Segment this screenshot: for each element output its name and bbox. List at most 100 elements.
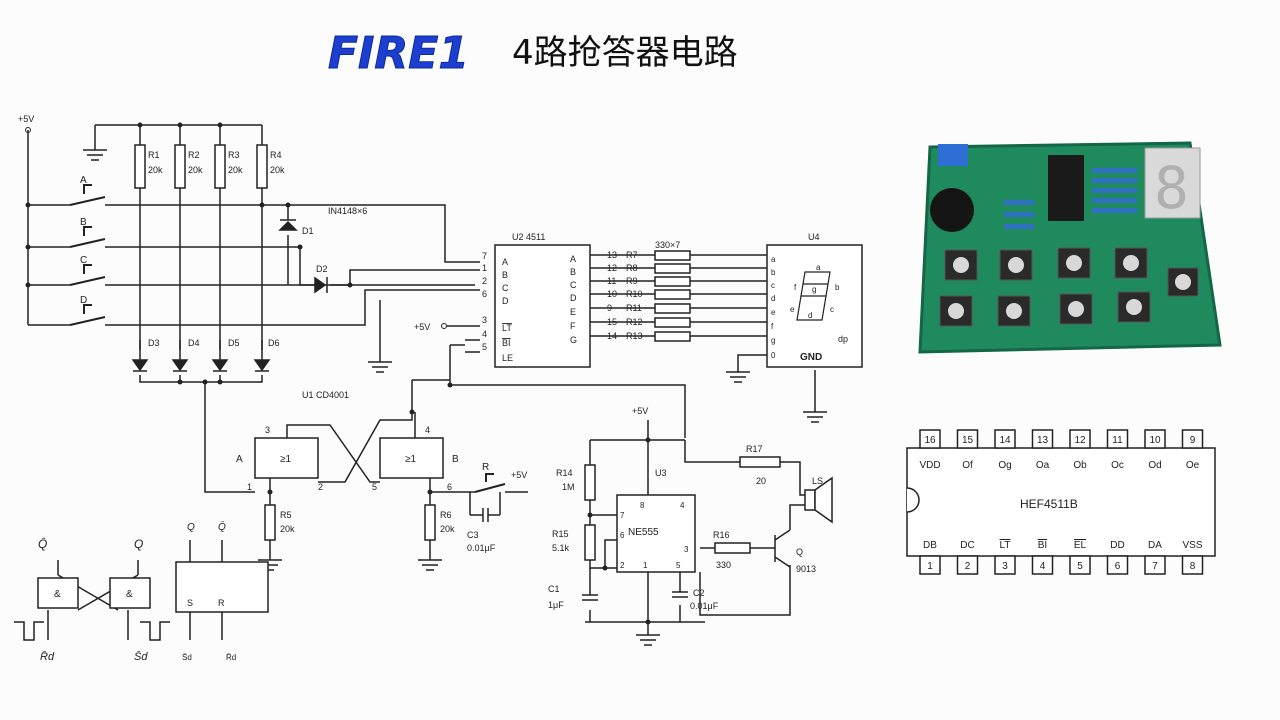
u2-chip [494,244,591,368]
u3-pin: 5 [676,561,681,570]
r6-name: R6 [440,510,452,520]
ne555-label: NE555 [628,527,659,538]
r16-value: 330 [716,560,731,570]
hef-bottom-pin-label: BI [1038,540,1047,551]
transistor-q [774,529,791,568]
u4-pin: g [771,336,775,345]
resistor-group-top [134,144,781,561]
u4-pin: e [771,308,776,317]
seg-letter: b [835,283,840,292]
pcb-buzzer [930,188,974,232]
resistor-r1 [134,144,146,189]
nand-gate-2 [109,577,151,609]
d2-label: D2 [316,264,328,274]
rs-box-qbar: Q̄ [218,520,226,533]
r4-value: 20k [270,165,285,175]
u1-pin: 2 [318,482,323,492]
switch-d [69,304,106,326]
seg-res-name: R7 [626,250,638,260]
pcb-connector [938,144,968,166]
hef-top-pin-label: VDD [919,460,940,471]
hef-top-pin-label: Oa [1036,460,1050,471]
u2-title: U2 4511 [512,232,545,242]
u3-pin: 1 [643,561,648,570]
header: FIRE1 4路抢答器电路 [328,28,738,80]
r14-name: R14 [556,468,573,478]
d6-label: D6 [268,338,280,348]
r1-name: R1 [148,150,160,160]
c2-name: C2 [693,588,705,598]
diode-array-label: IN4148×6 [328,206,367,216]
u3-pin: 2 [620,561,625,570]
wires [27,124,816,640]
hef-top-pin-number: 9 [1190,435,1196,446]
hef-bottom-pin-box [919,555,941,575]
hef-bottom-pin-label: DD [1110,540,1124,551]
resistor-r2 [174,144,186,189]
hef4511-pinout: HEF4511B [906,447,1216,557]
r2-name: R2 [188,150,200,160]
hef-bottom-pin-box [1069,555,1091,575]
u3-pin: 6 [620,531,625,540]
hef-bottom-pin-number: 6 [1115,561,1121,572]
hef-body [906,447,1216,557]
switch-r [474,473,506,493]
diode-d2 [314,276,328,294]
u4-dp-label: dp [838,334,848,344]
hef-bottom-pin-box [956,555,979,575]
hef-top-pin-number: 11 [1112,435,1123,446]
gate-b-symbol: ≥1 [405,454,416,465]
u2-pin-label: BI [502,338,511,348]
hef-bottom-pin-label: EL [1074,540,1087,551]
hef-bottom-pin-label: LT [1000,540,1011,551]
u4-display [766,244,863,368]
resistor-r10 [654,289,691,300]
r14-value: 1M [562,482,575,492]
u2-out-label: F [570,321,576,331]
u2-pin-label: LT [502,323,512,333]
seg-pin: 13 [607,250,617,260]
hef-bottom-pin-label: DA [1148,540,1162,551]
rs-q-label: Q [134,537,143,551]
hef-name: HEF4511B [1020,497,1078,511]
hef-bottom-pin-number: 7 [1152,561,1158,572]
resistor-r8 [654,263,691,274]
supply-label-left: +5V [18,114,34,124]
d3-label: D3 [148,338,160,348]
seg-res-name: R8 [626,263,638,273]
hef-bottom-pin-box [1106,555,1129,575]
seg-pin: 12 [607,263,617,273]
u3-supply-label: +5V [632,406,648,416]
hef-top-pin-label: Od [1148,460,1161,471]
switch-label-d: D [80,295,87,306]
seg-res-name: R9 [626,276,638,286]
resistor-r6 [424,504,436,541]
u4-pin: f [771,322,774,331]
pcb-button-caps [948,255,1191,319]
nor-gate-a [254,437,319,479]
rs-box-rd: R̄d [226,653,236,662]
u3-pin: 3 [684,545,689,554]
u3-pin: 4 [680,501,685,510]
u4-pins: a b c d e f g 0 [771,255,776,360]
switch-group [69,184,506,493]
hef-bottom-pin-number: 4 [1040,561,1046,572]
hef-bottom-pin-number: 8 [1190,561,1196,572]
c1-name: C1 [548,584,560,594]
pcb-digit: 8 [1154,154,1189,222]
switch-c [69,264,106,286]
lt-supply-terminal [441,323,447,329]
hef-top-pin-number: 12 [1074,435,1086,446]
resistor-r16 [714,542,751,554]
seg-res-name: R13 [626,331,643,341]
hef-bottom-pin-box [1181,555,1204,575]
u3-pins: 8 4 7 6 3 2 1 5 [620,501,689,570]
hef-top-pin-box [1181,429,1204,449]
u2-pin-num: 7 [482,251,487,261]
u2-pin-num: 3 [482,315,487,325]
reset-supply-label: +5V [511,470,527,480]
speaker-icon [804,476,833,524]
u4-gnd-label: GND [800,352,822,363]
